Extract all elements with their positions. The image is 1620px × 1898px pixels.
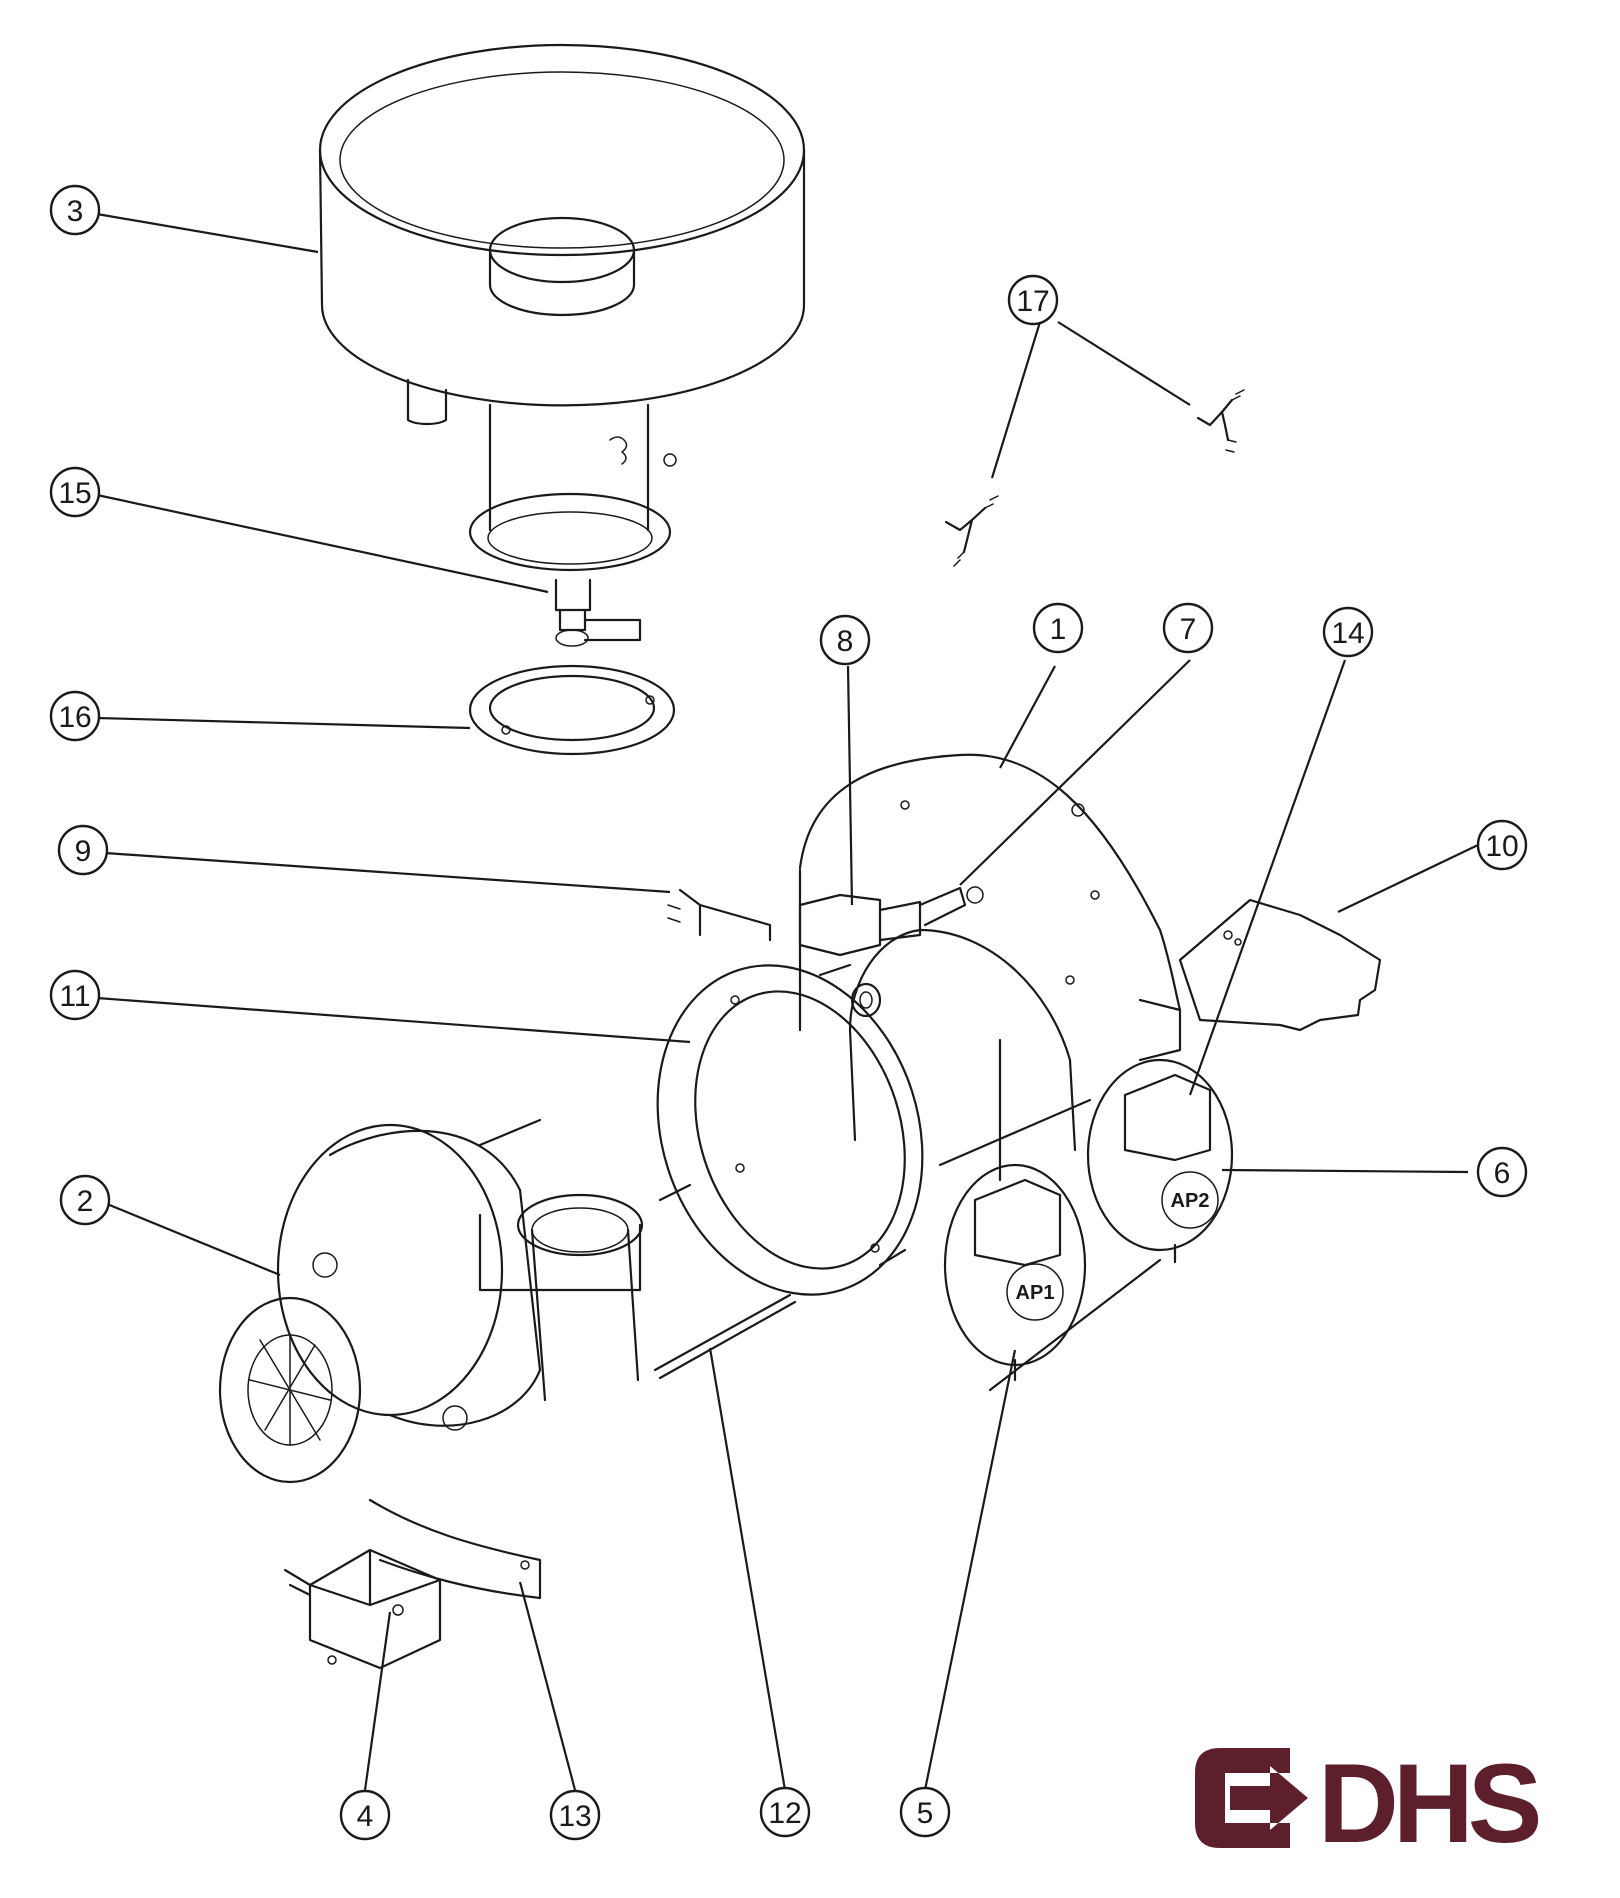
callouts: 3 15 16 9 11 2 17 8	[49, 184, 1528, 1841]
callout-13: 13	[549, 1789, 601, 1841]
svg-text:11: 11	[59, 980, 90, 1013]
switch-label-ap2: AP2	[1171, 1190, 1210, 1212]
callout-7: 7	[1162, 602, 1214, 654]
svg-text:7: 7	[1180, 613, 1197, 646]
part-flange-ring	[656, 963, 924, 1296]
part-y-connectors	[944, 389, 1245, 567]
svg-text:10: 10	[1485, 830, 1518, 863]
part-blower	[218, 1118, 692, 1484]
part-main-housing	[798, 753, 1182, 1182]
switch-label-ap1: AP1	[1016, 1282, 1055, 1304]
callout-14: 14	[1322, 606, 1374, 658]
logo-text: DHS	[1318, 1741, 1539, 1858]
callout-16: 16	[49, 690, 101, 742]
part-nozzle-fitting	[554, 578, 642, 647]
leader-lines	[96, 212, 1479, 1791]
callout-17: 17	[1007, 274, 1059, 326]
svg-text:4: 4	[357, 1800, 374, 1833]
logo-mark	[1195, 1748, 1308, 1848]
svg-text:16: 16	[58, 701, 91, 734]
callout-6: 6	[1476, 1146, 1528, 1198]
callout-3: 3	[49, 184, 101, 236]
callout-5: 5	[899, 1786, 951, 1838]
svg-text:13: 13	[558, 1800, 591, 1833]
svg-text:9: 9	[75, 835, 92, 868]
svg-text:1: 1	[1050, 613, 1067, 646]
part-cover-plate	[1178, 898, 1382, 1032]
part-gasket-ring	[468, 664, 676, 756]
part-pressure-switch-ap2: AP2	[1086, 1058, 1234, 1264]
callout-9: 9	[57, 824, 109, 876]
callout-15: 15	[49, 466, 101, 518]
switch-mounting-plate	[938, 1098, 1162, 1392]
part-pressure-switch-ap1: AP1	[943, 1163, 1087, 1382]
svg-text:3: 3	[67, 195, 84, 228]
part-relay-box	[283, 1548, 442, 1670]
callout-11: 11	[49, 969, 101, 1021]
callout-8: 8	[819, 614, 871, 666]
svg-text:6: 6	[1494, 1157, 1511, 1190]
svg-text:8: 8	[837, 625, 854, 658]
callout-1: 1	[1032, 602, 1084, 654]
callout-10: 10	[1476, 819, 1528, 871]
svg-text:2: 2	[77, 1185, 94, 1218]
svg-text:15: 15	[58, 477, 91, 510]
svg-text:14: 14	[1331, 617, 1364, 650]
part-rod	[653, 1293, 797, 1380]
svg-text:12: 12	[768, 1797, 801, 1830]
part-bowl	[318, 43, 806, 572]
part-bracket-pin	[667, 888, 772, 942]
svg-text:17: 17	[1016, 285, 1049, 318]
callout-2: 2	[59, 1174, 111, 1226]
svg-text:5: 5	[917, 1797, 934, 1830]
callout-12: 12	[759, 1786, 811, 1838]
dhs-logo: DHS	[1195, 1741, 1545, 1858]
part-mounting-bracket	[368, 1498, 542, 1600]
part-valve	[798, 886, 984, 1018]
callout-4: 4	[339, 1789, 391, 1841]
